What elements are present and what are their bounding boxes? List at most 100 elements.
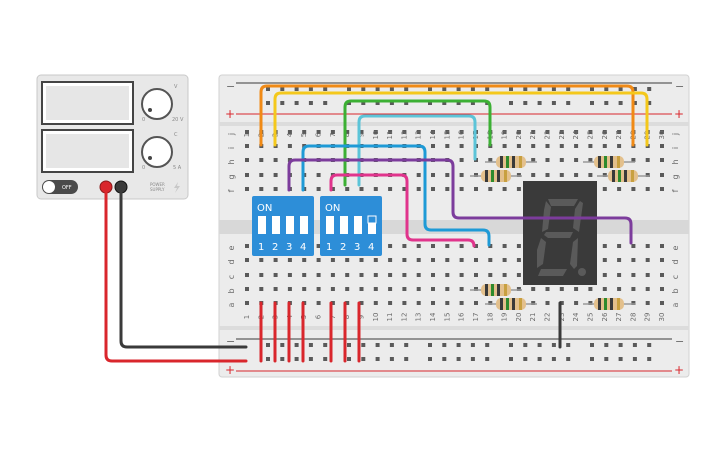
breadboard-hole[interactable] <box>431 173 435 177</box>
rail-hole[interactable] <box>266 343 270 347</box>
breadboard-hole[interactable] <box>445 287 450 291</box>
wire-black-supply[interactable] <box>119 185 248 349</box>
breadboard-hole[interactable] <box>287 273 292 277</box>
breadboard-hole[interactable] <box>359 187 364 191</box>
rail-hole[interactable] <box>618 357 623 361</box>
breadboard-hole[interactable] <box>559 287 564 291</box>
breadboard-hole[interactable] <box>488 187 493 191</box>
breadboard-hole[interactable] <box>588 173 593 177</box>
breadboard-hole[interactable] <box>531 130 536 134</box>
rail-hole[interactable] <box>537 101 542 105</box>
rail-hole[interactable] <box>632 357 637 361</box>
breadboard-hole[interactable] <box>531 158 536 162</box>
breadboard-hole[interactable] <box>259 273 264 277</box>
breadboard-hole[interactable] <box>445 187 450 191</box>
dip-switch-1-toggle-4[interactable] <box>300 216 308 234</box>
rail-hole[interactable] <box>404 101 409 105</box>
breadboard-hole[interactable] <box>660 173 664 177</box>
breadboard-hole[interactable] <box>516 273 521 277</box>
rail-hole[interactable] <box>456 343 461 347</box>
resistor-7[interactable] <box>583 298 635 310</box>
breadboard-hole[interactable] <box>416 287 421 291</box>
rail-hole[interactable] <box>509 343 513 347</box>
breadboard-hole[interactable] <box>545 130 550 134</box>
breadboard-hole[interactable] <box>660 144 664 148</box>
breadboard-hole[interactable] <box>330 258 335 262</box>
rail-hole[interactable] <box>551 343 556 347</box>
breadboard-hole[interactable] <box>373 301 378 305</box>
rail-hole[interactable] <box>428 101 432 105</box>
rail-hole[interactable] <box>308 357 313 361</box>
breadboard-hole[interactable] <box>660 244 664 248</box>
breadboard-hole[interactable] <box>574 173 579 177</box>
rail-hole[interactable] <box>551 101 556 105</box>
rail-hole[interactable] <box>590 101 594 105</box>
rail-hole[interactable] <box>280 87 285 91</box>
breadboard-hole[interactable] <box>574 301 579 305</box>
resistor-2[interactable] <box>470 170 522 182</box>
dip-switch-2-toggle-4[interactable] <box>367 215 377 234</box>
rail-hole[interactable] <box>389 357 394 361</box>
rail-hole[interactable] <box>375 87 380 91</box>
breadboard-hole[interactable] <box>402 244 407 248</box>
breadboard-hole[interactable] <box>660 187 664 191</box>
breadboard-hole[interactable] <box>388 273 393 277</box>
breadboard-hole[interactable] <box>617 144 622 148</box>
rail-hole[interactable] <box>470 343 475 347</box>
breadboard-hole[interactable] <box>431 187 435 191</box>
rail-hole[interactable] <box>604 357 609 361</box>
breadboard-hole[interactable] <box>531 301 536 305</box>
breadboard-hole[interactable] <box>416 273 421 277</box>
breadboard-hole[interactable] <box>287 287 292 291</box>
breadboard-hole[interactable] <box>488 301 493 305</box>
breadboard-hole[interactable] <box>259 158 264 162</box>
rail-hole[interactable] <box>389 87 394 91</box>
breadboard-hole[interactable] <box>359 273 364 277</box>
rail-hole[interactable] <box>456 101 461 105</box>
breadboard-hole[interactable] <box>388 244 393 248</box>
breadboard-hole[interactable] <box>474 287 478 291</box>
breadboard-hole[interactable] <box>474 258 478 262</box>
breadboard-hole[interactable] <box>330 301 335 305</box>
rail-hole[interactable] <box>347 343 351 347</box>
breadboard-hole[interactable] <box>645 244 650 248</box>
breadboard-hole[interactable] <box>416 187 421 191</box>
rail-hole[interactable] <box>294 87 299 91</box>
breadboard-hole[interactable] <box>445 130 450 134</box>
breadboard-hole[interactable] <box>359 258 364 262</box>
rail-hole[interactable] <box>485 343 490 347</box>
breadboard-hole[interactable] <box>416 301 421 305</box>
breadboard-hole[interactable] <box>502 187 507 191</box>
rail-hole[interactable] <box>442 343 447 347</box>
breadboard-hole[interactable] <box>602 187 607 191</box>
rail-hole[interactable] <box>428 343 432 347</box>
breadboard-hole[interactable] <box>416 244 421 248</box>
breadboard-hole[interactable] <box>416 258 421 262</box>
rail-hole[interactable] <box>590 343 594 347</box>
dip-switch-2-toggle-3[interactable] <box>354 216 362 234</box>
breadboard-hole[interactable] <box>574 287 579 291</box>
rail-hole[interactable] <box>361 343 366 347</box>
breadboard-hole[interactable] <box>316 273 321 277</box>
breadboard-hole[interactable] <box>316 244 321 248</box>
breadboard-hole[interactable] <box>516 244 521 248</box>
breadboard-hole[interactable] <box>259 258 264 262</box>
rail-hole[interactable] <box>266 87 270 91</box>
rail-hole[interactable] <box>647 101 652 105</box>
rail-hole[interactable] <box>456 87 461 91</box>
breadboard-hole[interactable] <box>431 301 435 305</box>
breadboard-hole[interactable] <box>373 130 378 134</box>
breadboard-hole[interactable] <box>660 158 664 162</box>
breadboard-hole[interactable] <box>388 130 393 134</box>
breadboard-hole[interactable] <box>459 301 464 305</box>
breadboard-hole[interactable] <box>302 273 307 277</box>
breadboard-hole[interactable] <box>574 158 579 162</box>
wire-blue[interactable] <box>301 144 491 247</box>
dip-switch-1[interactable]: ON 1 2 3 4 <box>252 196 314 256</box>
breadboard-hole[interactable] <box>474 273 478 277</box>
rail-hole[interactable] <box>566 101 571 105</box>
breadboard-hole[interactable] <box>245 273 249 277</box>
breadboard-hole[interactable] <box>502 130 507 134</box>
breadboard-hole[interactable] <box>660 273 664 277</box>
seven-segment-display[interactable] <box>523 181 597 285</box>
